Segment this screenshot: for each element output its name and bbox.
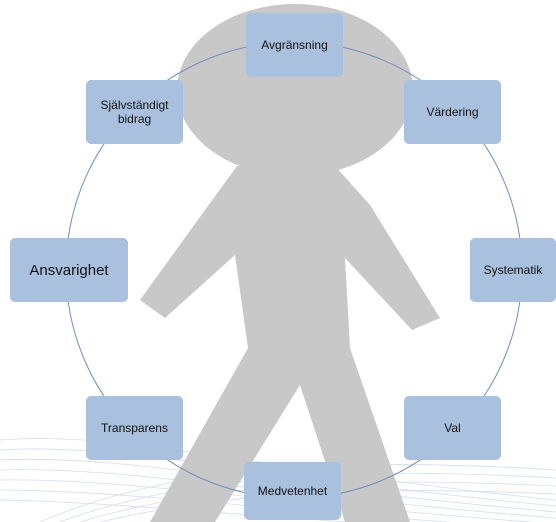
node-vardering-label: Värdering (426, 105, 479, 119)
node-medvetenhet-label: Medvetenhet (257, 484, 328, 498)
node-transparens: Transparens (86, 396, 183, 460)
node-ansvarighet-label: Ansvarighet (29, 261, 109, 279)
node-systematik-label: Systematik (483, 263, 543, 277)
node-systematik: Systematik (470, 238, 556, 302)
node-sjalvstandigt-bidrag: Självständigt bidrag (86, 80, 183, 144)
node-medvetenhet: Medvetenhet (244, 462, 341, 520)
node-sjalvstandigt-bidrag-label: Självständigt bidrag (100, 98, 169, 126)
node-ansvarighet: Ansvarighet (10, 238, 128, 302)
node-transparens-label: Transparens (101, 421, 168, 435)
node-val-label: Val (444, 421, 461, 435)
node-avgransning-label: Avgränsning (261, 38, 328, 52)
silhouette-head (177, 4, 413, 176)
node-avgransning: Avgränsning (246, 13, 343, 77)
person-silhouette (140, 4, 440, 522)
node-vardering: Värdering (404, 80, 501, 144)
silhouette-body (140, 166, 440, 522)
node-val: Val (404, 396, 501, 460)
